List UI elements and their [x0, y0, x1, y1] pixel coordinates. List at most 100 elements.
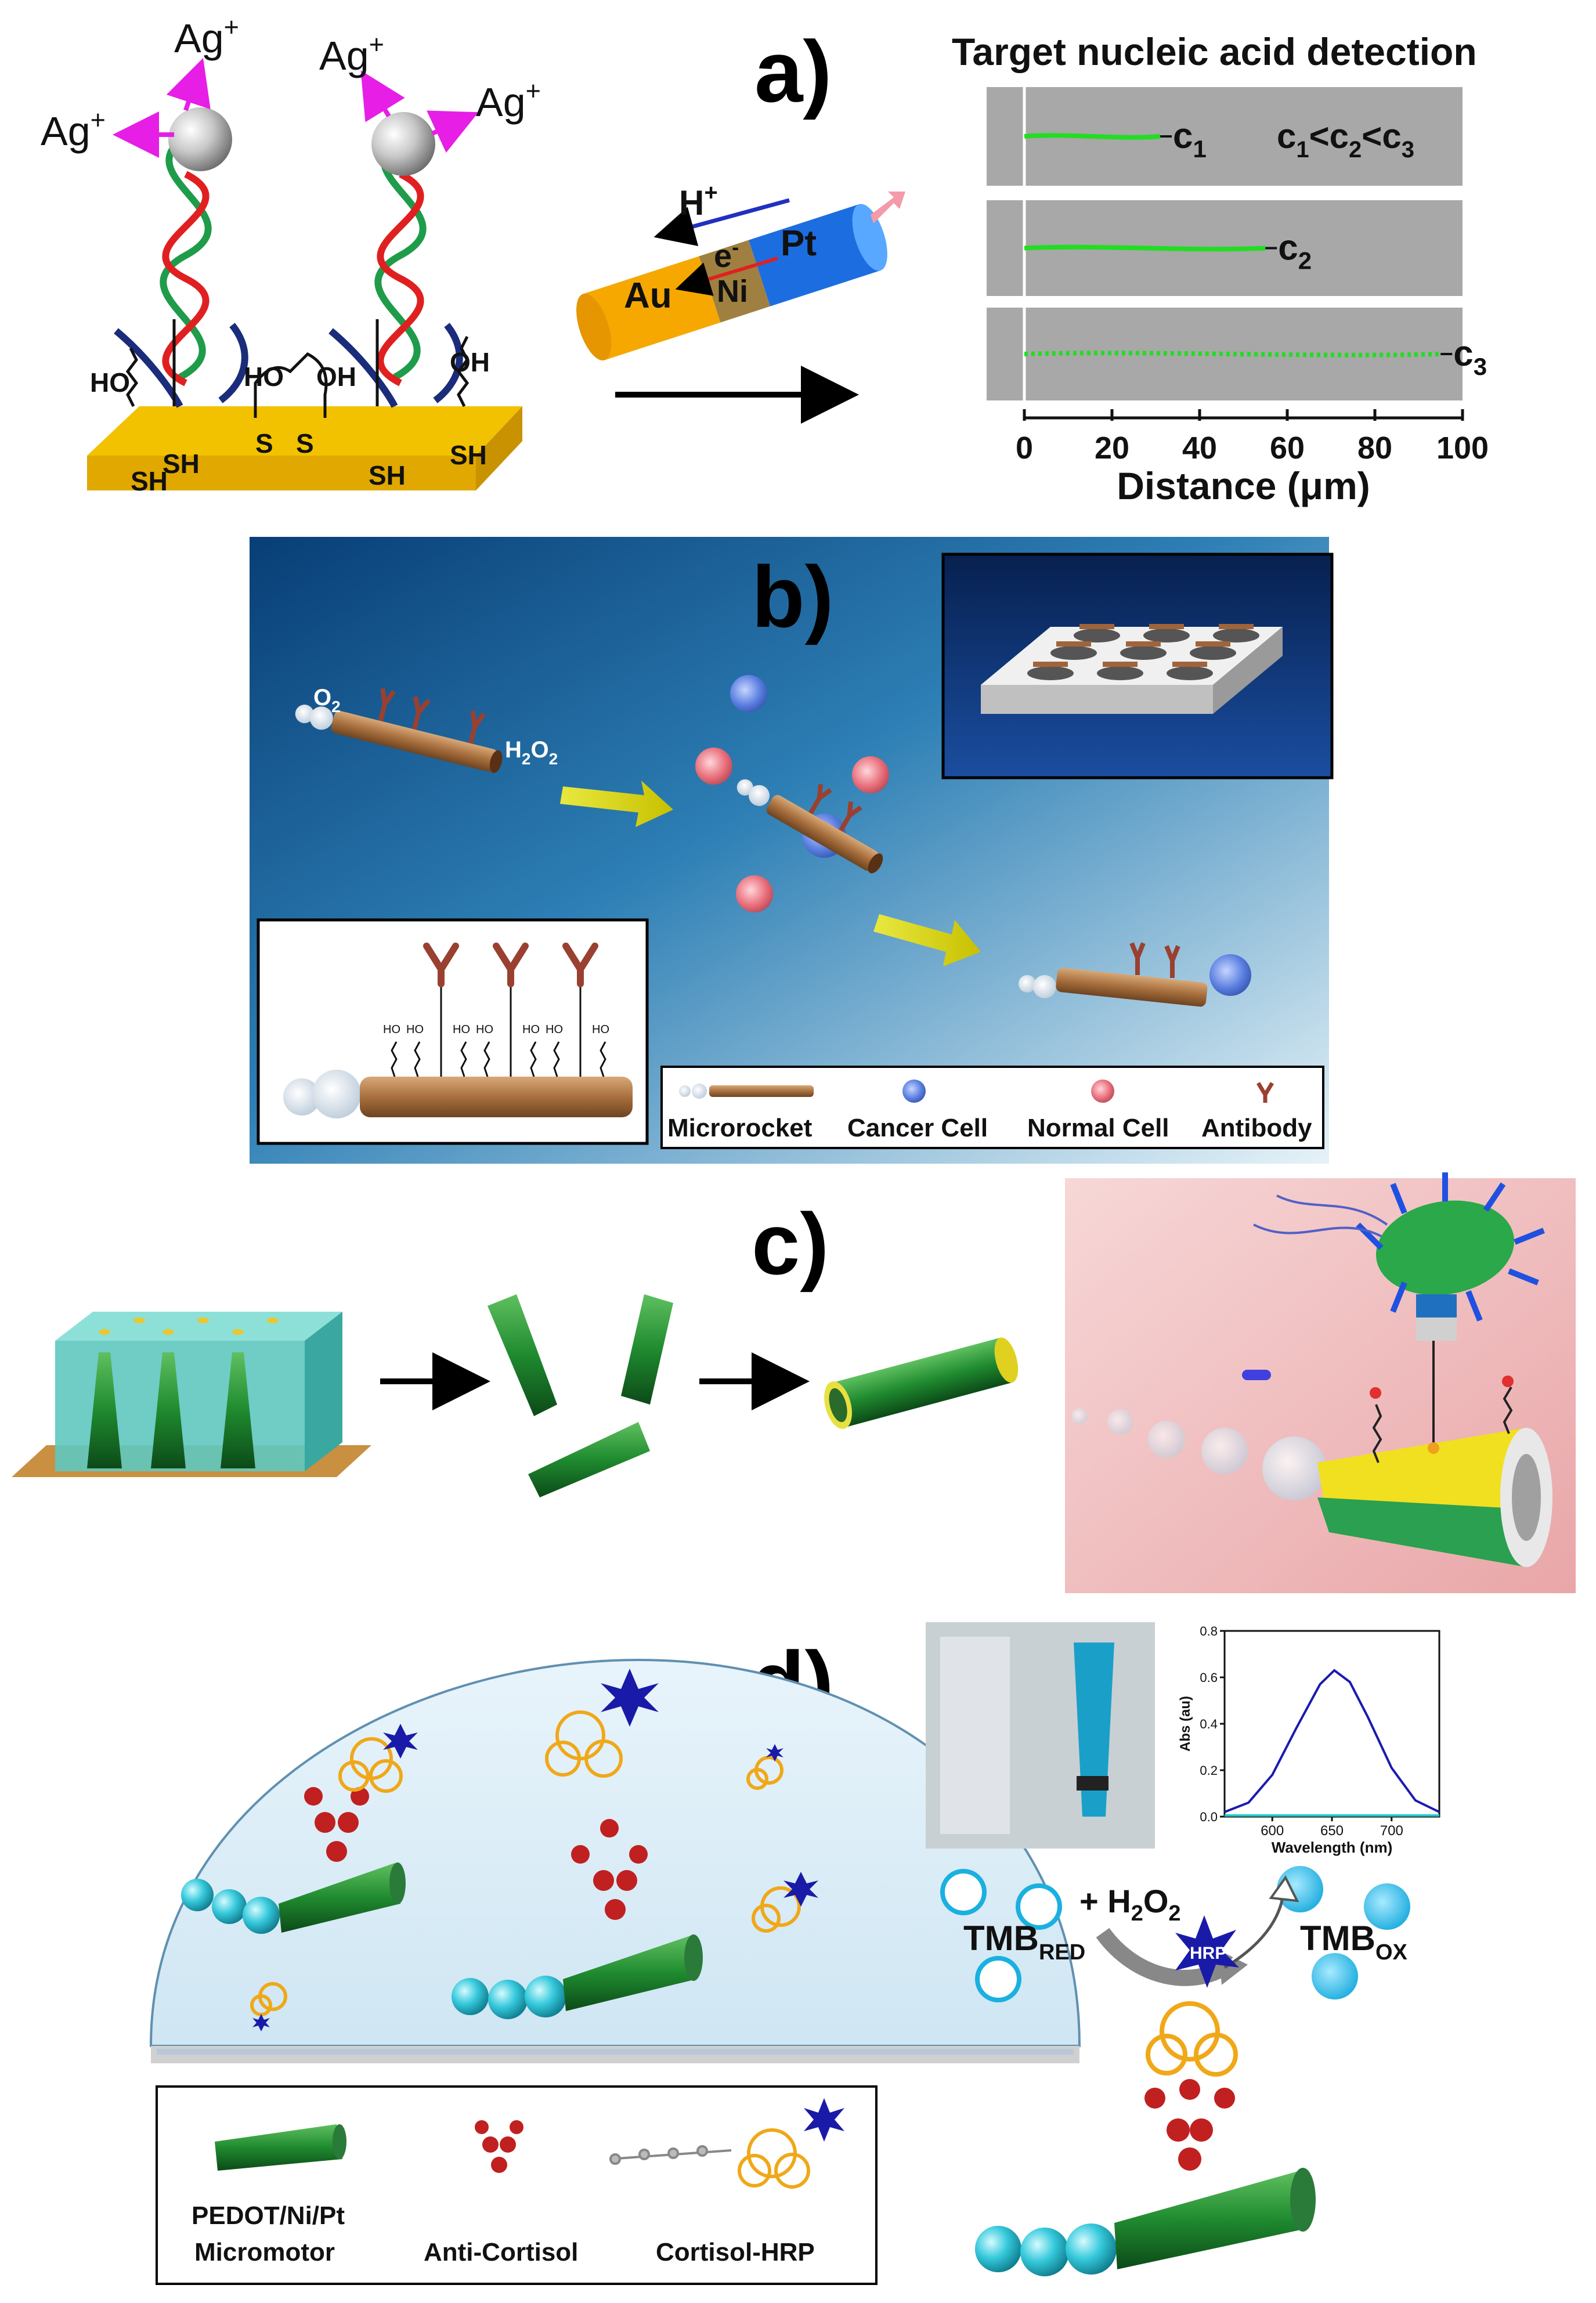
nickel-segment-label: Ni: [717, 274, 748, 309]
y-tick-label: 0.4: [1200, 1717, 1218, 1731]
hydroxyl-label: HO: [406, 1023, 424, 1036]
tmb-ox-beads: [1277, 1866, 1410, 1999]
silver-nanoparticle: [168, 107, 232, 171]
absorbance-curve: [1224, 1669, 1440, 1813]
sample-droplet: [149, 1658, 1081, 2047]
y-axis-label: Abs (au): [1178, 1696, 1193, 1752]
y-tick-label: 0.0: [1200, 1810, 1218, 1824]
legend-micromotor-line2: Micromotor: [194, 2238, 335, 2266]
y-tick-label: 0.2: [1200, 1763, 1218, 1778]
x-tick-label: 40: [1182, 431, 1217, 465]
motion-arrow-pink: [871, 192, 905, 223]
panel-a: a) Ag+ Ag+ Ag+: [41, 12, 1489, 507]
ag-ion-label: Ag+: [476, 76, 541, 125]
absorbance-spectrum: 0.0 0.2 0.4 0.6 0.8 600 650 700 Abs (au) Waveleng…: [1167, 1622, 1457, 1860]
legend-micromotor-line1: PEDOT/Ni/Pt: [192, 2201, 345, 2230]
legend-anti-cortisol: Anti-Cortisol: [424, 2238, 578, 2266]
hydroxyl-label: OH: [316, 362, 356, 392]
pedot-micromotor: [975, 2168, 1316, 2276]
x-axis-label: Distance (μm): [1117, 464, 1370, 507]
x-tick-label: 700: [1380, 1823, 1403, 1839]
ag-ion-label: Ag+: [319, 30, 384, 78]
ag-ion-label: Ag+: [41, 105, 106, 154]
x-tick-label: 0: [1016, 431, 1033, 465]
legend-cancer-cell: Cancer Cell: [847, 1114, 988, 1142]
platinum-segment-label: Pt: [781, 223, 817, 263]
legend-microrocket: Microrocket: [667, 1114, 813, 1142]
track-label-c1: c1: [1173, 116, 1207, 163]
silver-nanoparticle: [371, 112, 435, 176]
track-label-c3: c3: [1453, 334, 1487, 380]
hydroxyl-label: HO: [522, 1023, 540, 1036]
tmb-red-label: TMBRED: [963, 1919, 1085, 1965]
legend-antibody: Antibody: [1201, 1114, 1312, 1142]
cortisol-hrp: [250, 1710, 801, 2016]
hydroxyl-label: HO: [592, 1023, 609, 1036]
dna-helix-left: [114, 130, 248, 408]
normal-cell: [736, 875, 773, 912]
bacterium: [1253, 1172, 1545, 1341]
thiol-label: SH: [163, 449, 200, 479]
microrocket: [1019, 942, 1208, 1007]
hydroxyl-label: HO: [453, 1023, 470, 1036]
template-membrane: [12, 1312, 371, 1477]
sulfur-label: S: [296, 428, 314, 459]
dna-helix-right: [328, 130, 463, 408]
hrp-label: HRP: [1190, 1944, 1226, 1963]
tmb-ox-label: TMBOX: [1300, 1919, 1408, 1965]
sulfur-label: S: [255, 428, 273, 459]
conical-micromotor: [1317, 1428, 1552, 1567]
panel-a-letter: a): [754, 23, 832, 120]
x-tick-label: 100: [1436, 431, 1489, 465]
microrocket: [295, 688, 503, 773]
legend-normal-cell: Normal Cell: [1027, 1114, 1169, 1142]
x-tick-label: 600: [1261, 1823, 1284, 1839]
normal-cell: [695, 748, 732, 785]
legend-cortisol-hrp: Cortisol-HRP: [656, 2238, 815, 2266]
thiol-label: SH: [131, 466, 168, 496]
track-label-c2: c2: [1278, 228, 1312, 275]
x-tick-label: 80: [1357, 431, 1392, 465]
reaction-arrow-out: [1223, 1897, 1284, 1969]
x-tick-label: 60: [1270, 431, 1305, 465]
anti-cortisol: [1144, 2079, 1235, 2171]
track-lane: [987, 308, 1463, 400]
y-tick-label: 0.6: [1200, 1670, 1218, 1685]
proton-label: H+: [679, 180, 718, 222]
track-line-c2: [1024, 244, 1266, 252]
spectrum-background: [1167, 1622, 1457, 1860]
peroxide-label: H2O2: [505, 737, 558, 768]
track-line-c1: [1024, 133, 1161, 140]
yellow-arrow: [873, 914, 981, 966]
x-tick-label: 20: [1095, 431, 1129, 465]
yellow-arrow: [560, 781, 673, 827]
hydroxyl-label: OH: [450, 347, 490, 377]
chart-title: Target nucleic acid detection: [952, 30, 1477, 73]
anti-cortisol: [304, 1787, 648, 1920]
thiol-label: SH: [450, 440, 487, 470]
hydroxyl-label: HO: [546, 1023, 563, 1036]
panel-b: b) O2 H2O2: [250, 537, 1334, 1164]
ag-ion-label: Ag+: [174, 12, 239, 61]
cancer-cell: [730, 675, 767, 712]
bilayer-microtube: [824, 1337, 1019, 1430]
cortisol-hrp: [1146, 2001, 1238, 2077]
panel-c: c): [12, 1172, 1576, 1593]
thiol-label: SH: [369, 460, 406, 490]
tmb-red-beads: [940, 1869, 1062, 2002]
x-axis-label: Wavelength (nm): [1272, 1839, 1392, 1856]
panel-d: d): [149, 1622, 1457, 2285]
microrocket: [736, 779, 883, 873]
hrp-star: [252, 1669, 818, 2031]
hydroxyl-label: HO: [383, 1023, 400, 1036]
x-tick-label: 650: [1320, 1823, 1344, 1839]
panel-b-legend: [660, 1066, 1324, 1149]
hrp-enzyme: [1175, 1915, 1239, 1988]
y-tick-label: 0.8: [1200, 1624, 1218, 1638]
panel-b-letter: b): [752, 548, 834, 645]
electron-label: e-: [714, 235, 739, 274]
oxygen-label: O2: [313, 685, 341, 716]
released-microtubes: [488, 1294, 673, 1497]
hydroxyl-label: HO: [90, 367, 130, 398]
